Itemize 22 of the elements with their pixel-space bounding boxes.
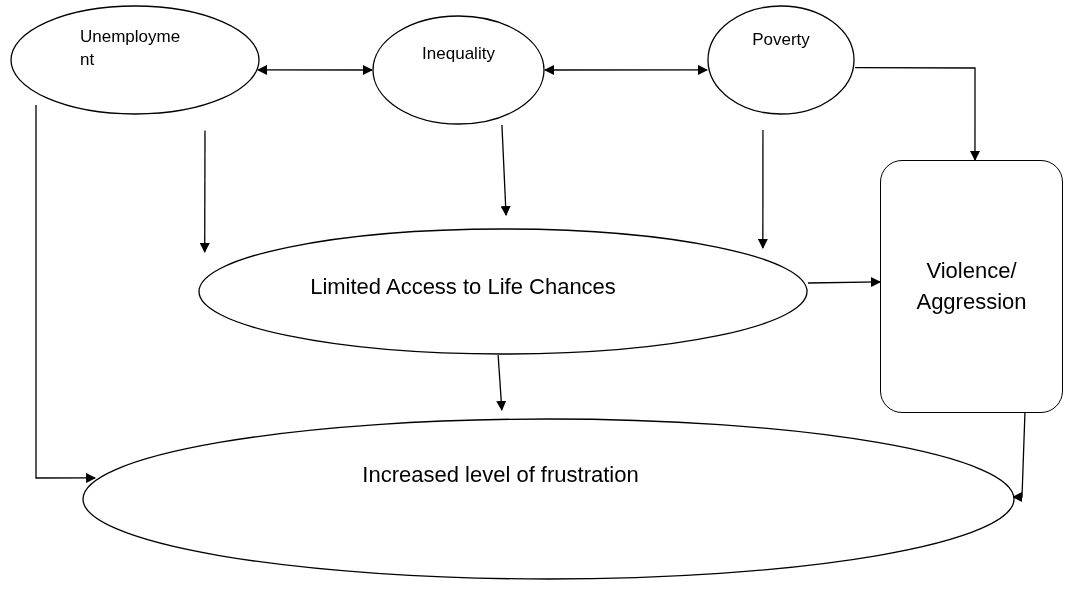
arrow <box>35 104 97 483</box>
node-label: Violence/ Aggression <box>915 257 1028 316</box>
ellipse-node <box>372 15 545 125</box>
ellipse-node <box>198 228 808 355</box>
arrow <box>1012 412 1026 502</box>
ellipse-node <box>82 418 1015 580</box>
arrow <box>496 354 507 411</box>
node-label: Increased level of frustration <box>362 460 640 489</box>
node-label: Poverty <box>752 29 810 52</box>
ellipse-node <box>707 5 855 115</box>
arrow <box>199 129 210 253</box>
arrow <box>500 124 511 217</box>
arrow <box>257 64 373 75</box>
ellipse-node <box>10 5 260 115</box>
arrow <box>757 129 768 249</box>
rounded-rect-node <box>880 160 1063 413</box>
arrow <box>854 67 980 161</box>
arrow <box>544 64 708 75</box>
node-label: Unemployme nt <box>80 25 182 71</box>
arrow <box>807 277 881 288</box>
node-label: Limited Access to Life Chances <box>310 273 617 302</box>
node-label: Inequality <box>422 43 495 66</box>
